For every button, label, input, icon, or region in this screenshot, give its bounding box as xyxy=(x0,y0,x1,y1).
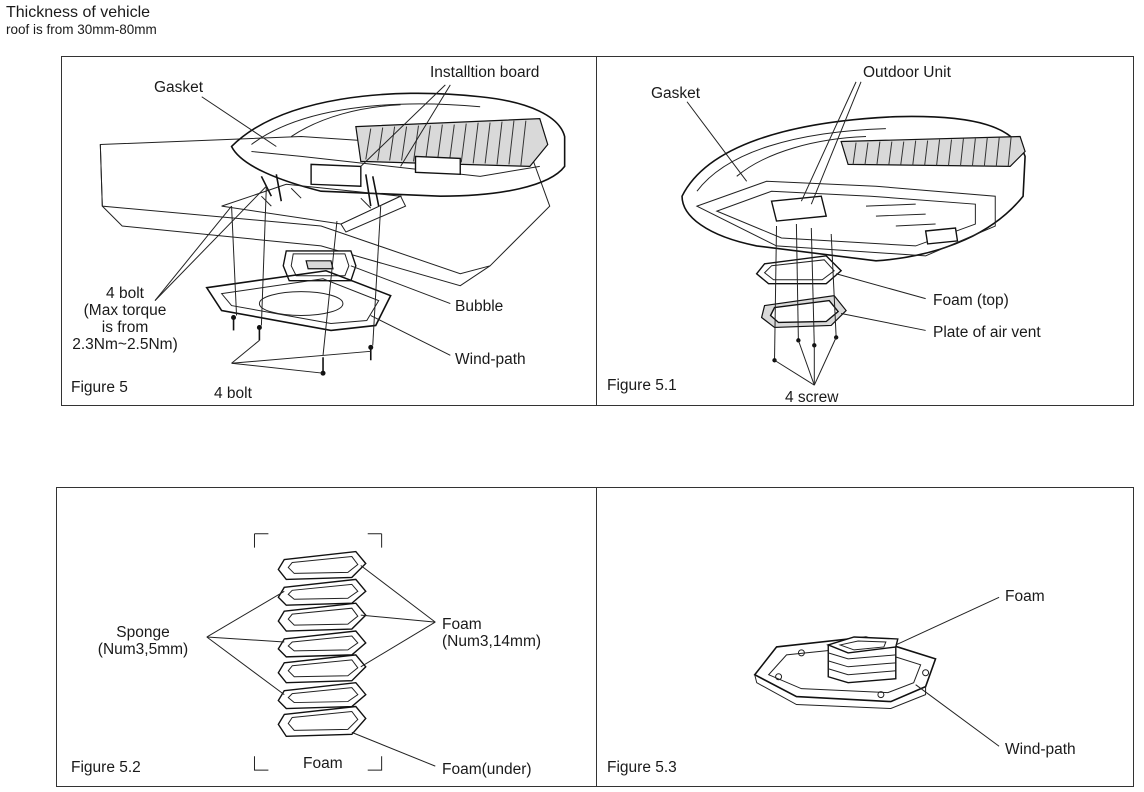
fig52-sponge-label: Sponge (Num3,5mm) xyxy=(83,624,203,658)
fig51-outdoor-unit-label: Outdoor Unit xyxy=(863,64,951,81)
fig52-caption: Figure 5.2 xyxy=(71,759,141,776)
fig5-bolt-note-line-4: 2.3Nm~2.5Nm) xyxy=(72,336,178,353)
roof-thickness-note: Thickness of vehicle roof is from 30mm-8… xyxy=(6,4,157,38)
fig51-screws-label: 4 screw xyxy=(785,389,839,406)
figure-5-1-panel: Outdoor Unit Gasket Foam (top) Plate of … xyxy=(596,56,1134,406)
fig5-caption: Figure 5 xyxy=(71,379,128,396)
roof-thickness-line-2: roof is from 30mm-80mm xyxy=(6,22,157,37)
figure-5-panel: Gasket Installtion board 4 bolt (Max tor… xyxy=(61,56,598,406)
figure-5-1-drawing xyxy=(681,81,1026,386)
fig51-gasket-label: Gasket xyxy=(651,85,701,102)
fig5-bolt-note-line-2: (Max torque xyxy=(83,302,167,319)
fig51-plate-label: Plate of air vent xyxy=(933,324,1041,341)
fig53-caption: Figure 5.3 xyxy=(607,759,677,776)
fig52-foam-line-1: Foam xyxy=(442,616,482,633)
fig52-foam-label: Foam (Num3,14mm) xyxy=(442,616,541,650)
fig5-bolt-torque-note: 4 bolt (Max torque is from 2.3Nm~2.5Nm) xyxy=(70,285,180,353)
figure-5-2-panel: Sponge (Num3,5mm) Foam (Num3,14mm) Foam … xyxy=(56,487,598,787)
figure-5-2-drawing xyxy=(206,533,436,771)
fig5-bolt-note-line-1: 4 bolt xyxy=(106,285,144,302)
fig52-foam-line-2: (Num3,14mm) xyxy=(442,633,542,650)
figure-5-3-drawing xyxy=(753,596,1000,747)
figure-5-3-panel: Foam Wind-path Figure 5.3 xyxy=(596,487,1134,787)
fig5-bolts-label: 4 bolt xyxy=(214,385,252,402)
fig52-foam-bottom-label: Foam xyxy=(303,755,343,772)
fig52-sponge-line-1: Sponge xyxy=(116,624,170,641)
fig52-sponge-line-2: (Num3,5mm) xyxy=(97,641,189,658)
fig5-bolt-note-line-3: is from xyxy=(101,319,149,336)
figure-5-drawing xyxy=(99,84,566,376)
fig52-foam-under-label: Foam(under) xyxy=(442,761,532,778)
fig51-caption: Figure 5.1 xyxy=(607,377,677,394)
fig53-wind-path-label: Wind-path xyxy=(1005,741,1076,758)
fig5-bubble-label: Bubble xyxy=(455,298,504,315)
fig5-installation-board-label: Installtion board xyxy=(430,64,540,81)
fig53-foam-label: Foam xyxy=(1005,588,1045,605)
fig5-gasket-label: Gasket xyxy=(154,79,204,96)
fig51-foam-top-label: Foam (top) xyxy=(933,292,1009,309)
roof-thickness-line-1: Thickness of vehicle xyxy=(6,4,151,21)
fig5-wind-path-label: Wind-path xyxy=(455,351,526,368)
